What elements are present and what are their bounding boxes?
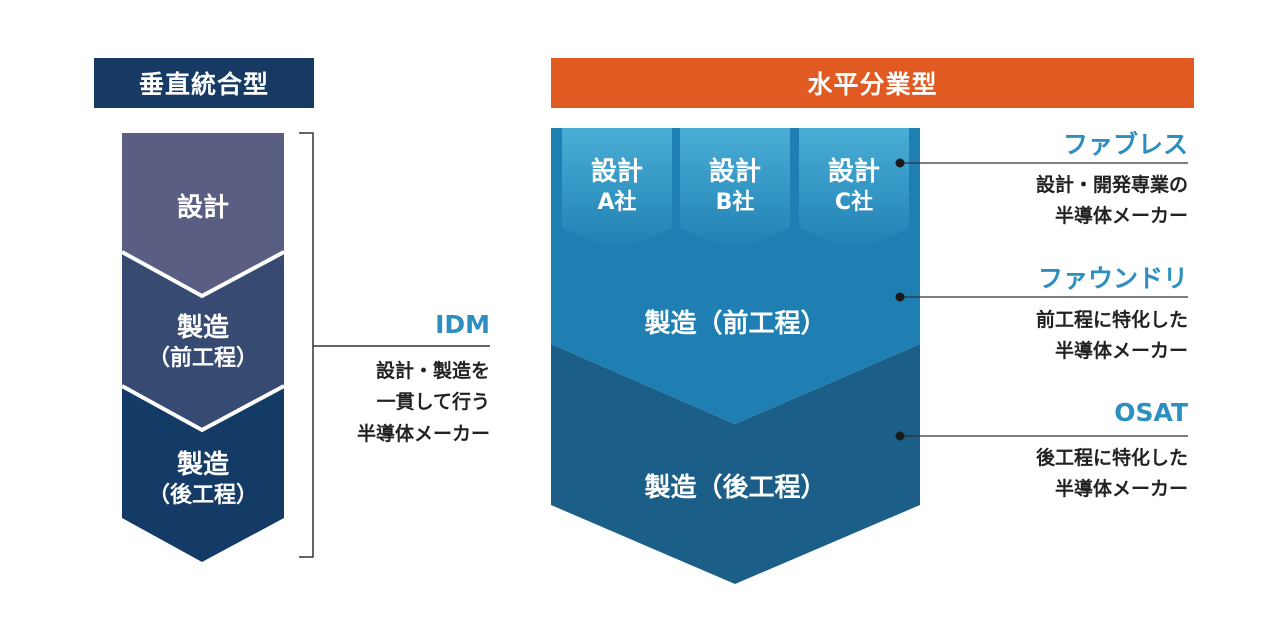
idm-description: 設計・製造を 一貫して行う 半導体メーカー bbox=[300, 356, 490, 450]
vertical-separator-2 bbox=[121, 384, 285, 433]
design-block-company: B社 bbox=[715, 189, 755, 215]
vertical-stage-front: 製造 （前工程） bbox=[122, 312, 284, 372]
back-process-shape bbox=[551, 344, 920, 584]
vertical-stage-back: 製造 （後工程） bbox=[122, 449, 284, 509]
osat-description: 後工程に特化した 半導体メーカー bbox=[1036, 443, 1188, 506]
design-block-title: 設計 bbox=[708, 157, 761, 187]
idm-label: IDM bbox=[435, 310, 490, 339]
fabless-description: 設計・開発専業の 半導体メーカー bbox=[1036, 170, 1188, 233]
vertical-stage-design-label: 設計 bbox=[176, 193, 229, 223]
design-block-title: 設計 bbox=[590, 157, 643, 187]
osat-desc-line: 半導体メーカー bbox=[1054, 478, 1188, 501]
design-block-c-shape bbox=[799, 128, 909, 252]
back-process-label: 製造（後工程） bbox=[644, 473, 827, 503]
idm-desc-line: 半導体メーカー bbox=[356, 422, 490, 445]
idm-bracket bbox=[299, 132, 314, 558]
vertical-stage-design: 設計 bbox=[122, 192, 284, 225]
osat-desc-line: 後工程に特化した bbox=[1035, 447, 1188, 469]
idm-desc-line: 設計・製造を bbox=[375, 360, 490, 382]
design-block-company: A社 bbox=[597, 189, 637, 215]
design-block-company: C社 bbox=[834, 189, 874, 215]
design-block-b: 設計 B社 bbox=[680, 156, 790, 216]
design-block-b-shape bbox=[680, 128, 790, 252]
osat-connector-dot bbox=[895, 431, 905, 441]
fabless-connector-dot bbox=[895, 158, 905, 168]
idm-desc-line: 一貫して行う bbox=[376, 391, 490, 414]
vertical-stage-back-label: 製造 bbox=[176, 450, 229, 480]
vertical-stage-back-shape bbox=[122, 388, 284, 562]
horizontal-division-header: 水平分業型 bbox=[551, 58, 1194, 108]
fabless-desc-line: 半導体メーカー bbox=[1054, 205, 1188, 228]
vertical-stage-back-sublabel: （後工程） bbox=[147, 482, 258, 508]
design-block-a-shape bbox=[562, 128, 672, 252]
vertical-separator-1 bbox=[121, 250, 285, 299]
fabless-label: ファブレス bbox=[1062, 130, 1188, 159]
vertical-stage-front-label: 製造 bbox=[176, 313, 229, 343]
foundry-desc-line: 前工程に特化した bbox=[1035, 309, 1188, 331]
design-block-a: 設計 A社 bbox=[562, 156, 672, 216]
foundry-desc-line: 半導体メーカー bbox=[1054, 340, 1188, 363]
vertical-integration-header: 垂直統合型 bbox=[94, 58, 314, 108]
foundry-label: ファウンドリ bbox=[1037, 264, 1188, 293]
osat-label: OSAT bbox=[1114, 398, 1188, 427]
foundry-description: 前工程に特化した 半導体メーカー bbox=[1036, 305, 1188, 368]
front-process-label: 製造（前工程） bbox=[644, 309, 827, 339]
vertical-stage-front-sublabel: （前工程） bbox=[147, 345, 258, 371]
fabless-desc-line: 設計・開発専業の bbox=[1035, 174, 1188, 196]
vertical-stage-design-shape bbox=[122, 133, 284, 296]
vertical-stage-front-shape bbox=[122, 252, 284, 430]
foundry-connector-dot bbox=[895, 292, 905, 302]
design-block-title: 設計 bbox=[827, 157, 880, 187]
design-block-c: 設計 C社 bbox=[799, 156, 909, 216]
